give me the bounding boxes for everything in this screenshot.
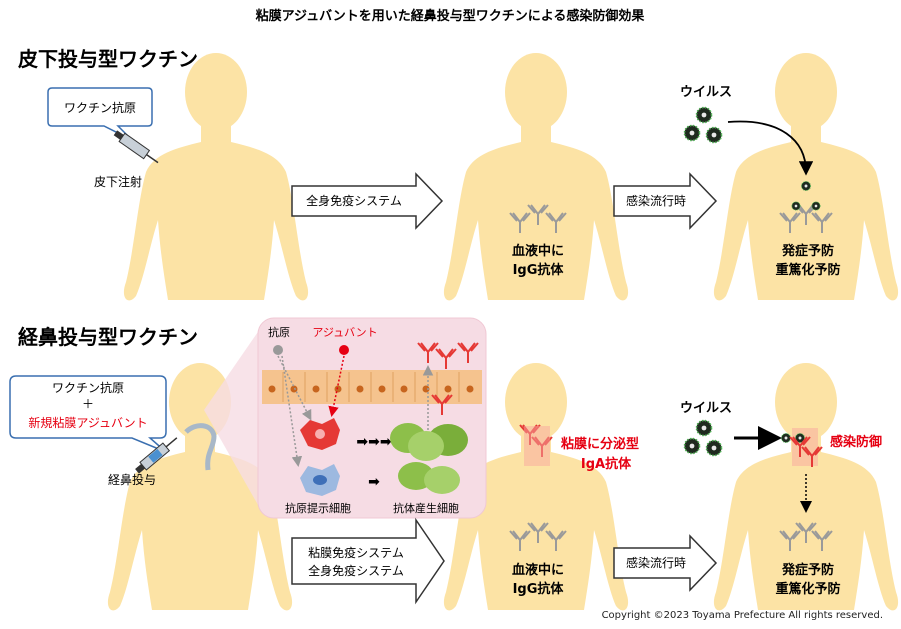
bubble-plus: ＋ — [82, 397, 94, 411]
adjuvant-dot — [339, 345, 349, 355]
route-label-2: 経鼻投与 — [108, 472, 156, 487]
mucosa-label-2: IgA抗体 — [581, 456, 632, 472]
zoom-wedge — [204, 326, 262, 512]
inset-apc-label: 抗原提示細胞 — [285, 501, 351, 515]
inset-plasma-label: 抗体産生細胞 — [393, 501, 459, 515]
diagram-title: 粘膜アジュバントを用いた経鼻投与型ワクチンによる感染防御効果 — [255, 8, 645, 24]
vaccine-adjuvant-bubble — [9, 375, 167, 453]
syringe-icon — [113, 130, 159, 164]
virus-in-body-1 — [801, 181, 811, 191]
section2-heading: 経鼻投与型ワクチン — [18, 325, 198, 349]
mucosa-label-1: 粘膜に分泌型 — [560, 436, 639, 452]
infection-label-2: 感染流行時 — [626, 555, 686, 570]
result-label-2a: 発症予防 — [781, 562, 834, 578]
single-arrow: ➡ — [368, 474, 380, 490]
activated-apc — [300, 418, 340, 450]
antigen-bubble-text: ワクチン抗原 — [64, 100, 136, 115]
inset-antigen-label: 抗原 — [268, 325, 290, 339]
nasal-cavity — [184, 423, 217, 471]
route-label-1: 皮下注射 — [94, 174, 142, 189]
infection-arrow-2 — [613, 534, 718, 592]
blood-label-3: 血液中に — [512, 562, 564, 578]
mucosal-immunity-label: 粘膜免疫システム — [308, 545, 404, 560]
virus-label-2: ウイルス — [680, 401, 732, 416]
result-label-2b: 重篤化予防 — [775, 581, 840, 597]
virus-icon-2 — [683, 419, 723, 457]
blood-label-4: IgG抗体 — [513, 581, 565, 597]
blood-label-1: 血液中に — [512, 243, 564, 259]
copyright: Copyright ©2023 Toyama Prefecture All ri… — [601, 610, 883, 621]
inset-adjuvant-label: アジュバント — [312, 326, 377, 339]
bubble-line-1: ワクチン抗原 — [52, 380, 124, 395]
plasma-cells — [390, 423, 468, 494]
result-label-1b: 重篤化予防 — [775, 262, 840, 278]
mucosal-systemic-arrow — [291, 517, 445, 605]
systemic-immunity-arrow — [291, 172, 444, 230]
infection-arrow-1 — [613, 172, 718, 230]
blood-label-2: IgG抗体 — [513, 262, 565, 278]
section1-heading: 皮下投与型ワクチン — [18, 47, 198, 71]
virus-label-1: ウイルス — [680, 85, 732, 100]
bubble-line-2: 新規粘膜アジュバント — [28, 415, 147, 430]
antigen-presenting-cell — [300, 464, 340, 496]
antigen-dot — [273, 345, 283, 355]
mucosa-inset: 抗原 アジュバント ➡➡➡ ➡ — [257, 317, 487, 519]
systemic-immunity-label: 全身免疫システム — [306, 193, 402, 208]
mucosa-highlight-2b — [524, 426, 550, 466]
virus-icon — [683, 106, 723, 144]
systemic-immunity-label-2: 全身免疫システム — [308, 563, 404, 578]
virus-path-arrow-1 — [727, 120, 814, 176]
nasal-spray-icon — [135, 437, 178, 474]
infection-label-1: 感染流行時 — [626, 193, 686, 208]
adjuvant-path — [328, 355, 345, 417]
defense-label: 感染防御 — [830, 434, 882, 450]
triple-arrow: ➡➡➡ — [356, 434, 391, 450]
result-label-1a: 発症予防 — [781, 243, 834, 259]
